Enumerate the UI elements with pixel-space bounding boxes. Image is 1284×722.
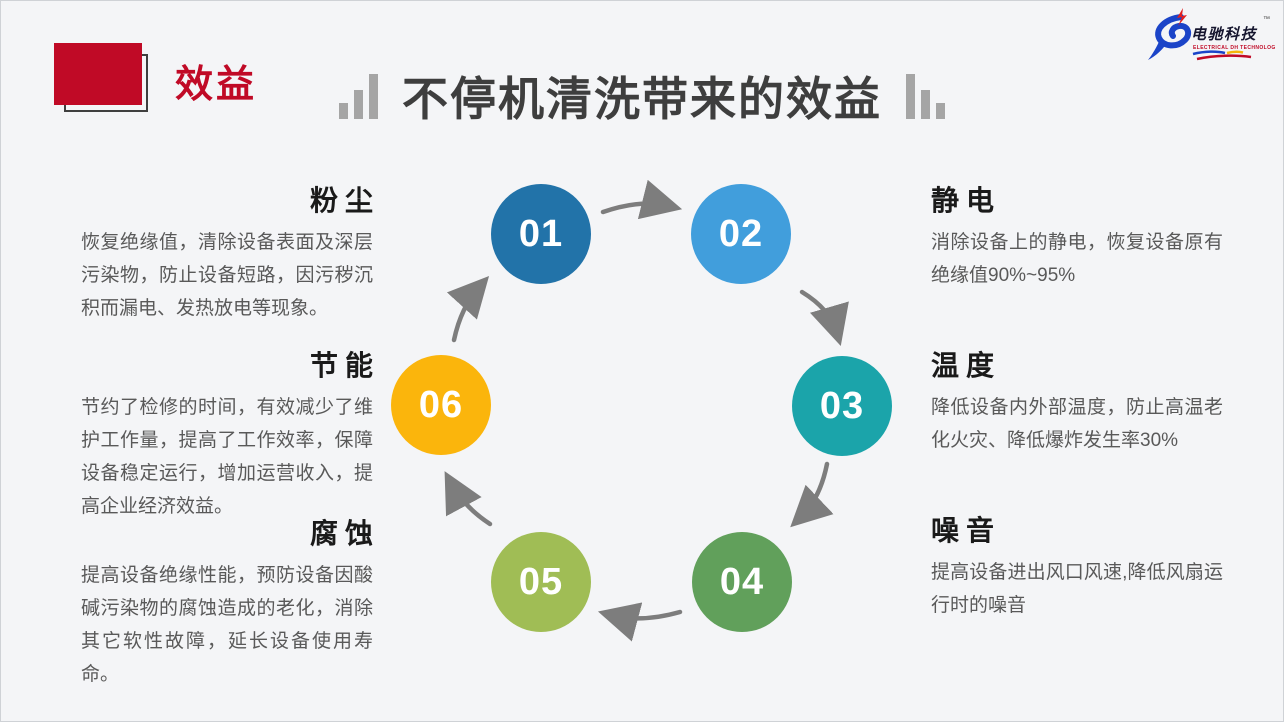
- bar-chart-icon-right: [906, 74, 945, 125]
- cycle-step-04: 04: [692, 532, 792, 632]
- benefit-noise-title: 噪音: [931, 515, 1002, 546]
- arrow-01-02: [600, 179, 683, 220]
- cycle-step-02-number: 02: [718, 212, 764, 255]
- arrow-04-05: [597, 602, 683, 642]
- benefit-temperature: 温度 降低设备内外部温度，防止高温老化火灾、降低爆炸发生率30%: [931, 350, 1223, 457]
- logo-name-svg: 电驰科技: [1191, 26, 1258, 43]
- cycle-step-06: 06: [391, 355, 491, 455]
- cycle-step-03: 03: [792, 356, 892, 456]
- benefit-corrosion-title: 腐蚀: [309, 518, 380, 549]
- benefit-energy-title: 节能: [309, 350, 380, 381]
- cycle-step-01-number: 01: [518, 212, 564, 255]
- corner-title: 效益: [175, 64, 258, 106]
- benefit-noise: 噪音 提高设备进出风口风速,降低风扇运行时的噪音: [931, 515, 1223, 622]
- bar-chart-icon-left: [339, 74, 378, 125]
- cycle-step-03-number: 03: [819, 384, 865, 427]
- logo-tm: ™: [1263, 16, 1270, 23]
- benefit-static-body: 消除设备上的静电，恢复设备原有绝缘值90%~95%: [931, 232, 1223, 287]
- benefit-dust: 粉尘 恢复绝缘值，清除设备表面及深层污染物，防止设备短路，因污秽沉积而漏电、发热…: [81, 185, 373, 325]
- benefit-temperature-body: 降低设备内外部温度，防止高温老化火灾、降低爆炸发生率30%: [931, 397, 1223, 452]
- benefit-static-title: 静电: [931, 185, 1002, 216]
- benefit-static: 静电 消除设备上的静电，恢复设备原有绝缘值90%~95%: [931, 185, 1223, 292]
- company-logo: 电驰科技 ELECTRICAL DH TECHNOLOGY ™: [1147, 7, 1275, 65]
- cycle-step-04-number: 04: [719, 560, 765, 603]
- benefit-temperature-title: 温度: [931, 350, 1002, 381]
- benefit-energy: 节能 节约了检修的时间，有效减少了维护工作量，提高了工作效率，保障设备稳定运行，…: [81, 350, 373, 523]
- benefit-corrosion-body: 提高设备绝缘性能，预防设备因酸碱污染物的腐蚀造成的老化，消除其它软性故障，延长设…: [81, 565, 373, 686]
- benefit-energy-body: 节约了检修的时间，有效减少了维护工作量，提高了工作效率，保障设备稳定运行，增加运…: [81, 397, 373, 518]
- cycle-step-05: 05: [491, 532, 591, 632]
- cycle-step-02: 02: [691, 184, 791, 284]
- main-title: 不停机清洗带来的效益: [402, 73, 882, 126]
- arrow-03-04: [790, 461, 834, 528]
- benefit-dust-body: 恢复绝缘值，清除设备表面及深层污染物，防止设备短路，因污秽沉积而漏电、发热放电等…: [81, 232, 373, 320]
- cycle-step-01: 01: [491, 184, 591, 284]
- cycle-step-06-number: 06: [418, 383, 464, 426]
- benefit-noise-body: 提高设备进出风口风速,降低风扇运行时的噪音: [931, 562, 1223, 617]
- cycle-step-05-number: 05: [518, 560, 564, 603]
- arrow-05-06: [444, 471, 493, 527]
- main-title-row: 不停机清洗带来的效益: [1, 67, 1283, 125]
- logo-subtitle-svg: ELECTRICAL DH TECHNOLOGY: [1193, 45, 1275, 51]
- lightning-icon: [1177, 8, 1187, 26]
- logo-swoosh-icon: [1148, 8, 1192, 60]
- arrow-06-01: [446, 275, 490, 343]
- corner-red-rect: [54, 43, 142, 105]
- benefit-dust-title: 粉尘: [309, 185, 380, 216]
- arrow-02-03: [799, 289, 849, 346]
- benefit-corrosion: 腐蚀 提高设备绝缘性能，预防设备因酸碱污染物的腐蚀造成的老化，消除其它软性故障，…: [81, 518, 373, 691]
